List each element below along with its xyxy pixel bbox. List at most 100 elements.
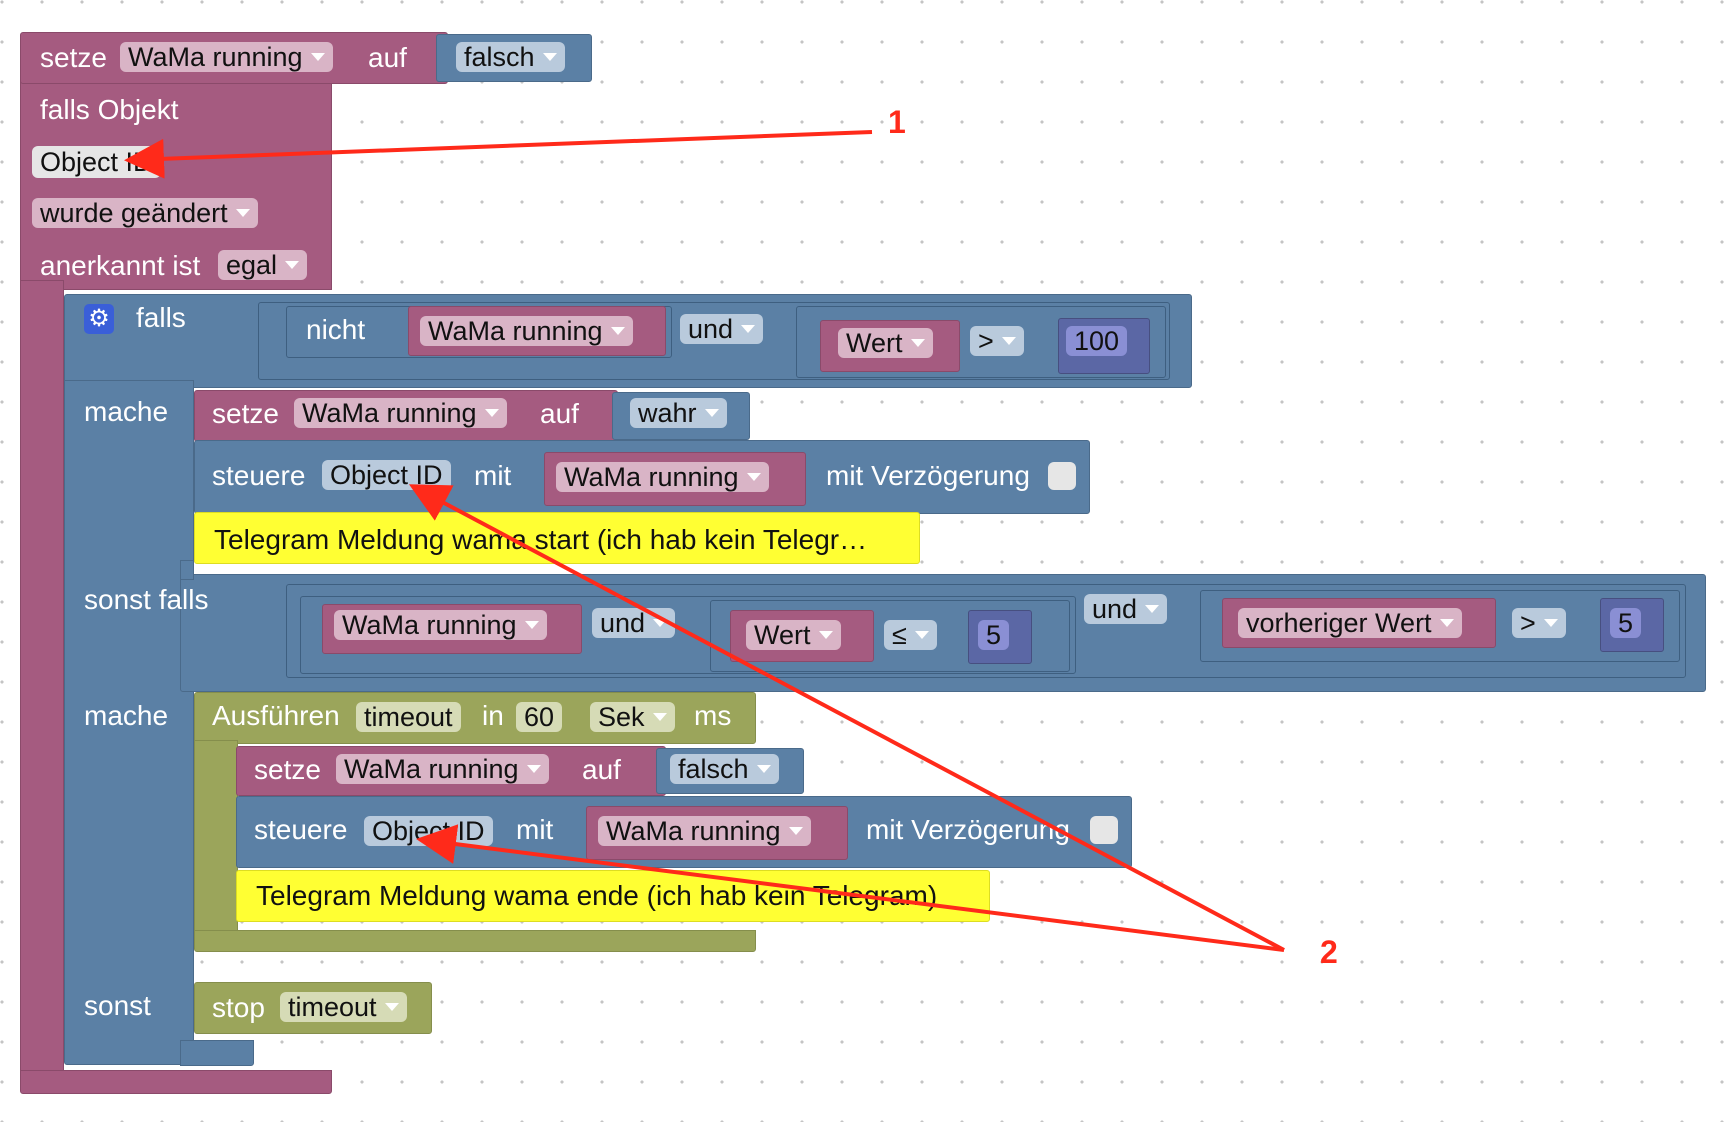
arrow-2a	[408, 484, 1285, 952]
chevron-down-icon	[526, 764, 541, 773]
setze-label: setze	[40, 42, 107, 73]
chevron-down-icon	[652, 712, 667, 721]
variable-dropdown-label: WaMa running	[428, 316, 603, 346]
variable-dropdown-label: WaMa running	[344, 754, 519, 784]
logic-op-dropdown[interactable]: und	[1084, 594, 1168, 624]
boolean-dropdown-label: falsch	[678, 754, 749, 784]
then1-bottom	[180, 560, 194, 580]
changed-dropdown[interactable]: wurde geändert	[32, 198, 258, 228]
chevron-down-icon	[285, 260, 300, 269]
unit-dropdown-label: Sek	[598, 702, 645, 732]
ack-dropdown[interactable]: egal	[218, 250, 308, 280]
prev-value-dropdown-label: vorheriger Wert	[1246, 608, 1432, 638]
variable-dropdown[interactable]: WaMa running	[120, 42, 333, 72]
variable-dropdown-label: WaMa running	[128, 42, 303, 72]
annotation-label-2: 2	[1320, 934, 1338, 970]
number-field[interactable]: 5	[1610, 608, 1642, 638]
nicht-label: nicht	[306, 314, 366, 345]
timeout-name-field[interactable]: timeout	[356, 702, 461, 732]
setze-label: setze	[254, 754, 321, 785]
chevron-down-icon	[818, 630, 833, 639]
delay-number-label: 60	[524, 702, 555, 732]
logic-op-dropdown[interactable]: und	[680, 314, 764, 344]
mit-label: mit	[474, 460, 512, 491]
boolean-dropdown[interactable]: falsch	[670, 754, 779, 784]
auf-label: auf	[368, 42, 407, 73]
logic-op-dropdown[interactable]: und	[592, 608, 676, 638]
trigger-block-spine	[20, 280, 64, 1090]
wert-dropdown-label: Wert	[846, 328, 903, 358]
changed-dropdown-label: wurde geändert	[40, 198, 228, 228]
variable-dropdown[interactable]: WaMa running	[556, 462, 769, 492]
comment-text: Telegram Meldung wama start (ich hab kei…	[214, 524, 868, 555]
sonst-falls-label: sonst falls	[84, 584, 209, 615]
delay-checkbox[interactable]	[1090, 816, 1118, 844]
number-field[interactable]: 5	[978, 620, 1010, 650]
variable-dropdown[interactable]: WaMa running	[334, 610, 547, 640]
unit-dropdown[interactable]: Sek	[590, 702, 675, 732]
boolean-dropdown[interactable]: falsch	[456, 42, 565, 72]
auf-label: auf	[540, 398, 579, 429]
if-block-spine	[64, 380, 194, 1065]
mit-label: mit	[516, 814, 554, 845]
ack-dropdown-label: egal	[226, 250, 278, 280]
logic-op-dropdown-label: und	[688, 314, 734, 344]
variable-dropdown[interactable]: WaMa running	[336, 754, 549, 784]
wert-dropdown[interactable]: Wert	[838, 328, 933, 358]
compare-op-dropdown[interactable]: >	[1512, 608, 1566, 638]
arrow-1	[124, 130, 873, 179]
gear-icon[interactable]: ⚙	[84, 304, 114, 334]
mache-label: mache	[84, 700, 169, 731]
delay-checkbox[interactable]	[1048, 462, 1076, 490]
compare-op-dropdown[interactable]: ≤	[884, 620, 937, 650]
number-field-label: 5	[986, 620, 1002, 650]
boolean-dropdown-label: wahr	[638, 398, 697, 428]
stop-label: stop	[212, 992, 265, 1023]
chevron-down-icon	[1439, 618, 1454, 627]
prev-value-dropdown[interactable]: vorheriger Wert	[1238, 608, 1462, 638]
timeout-block[interactable]	[194, 692, 756, 744]
chevron-down-icon	[384, 1002, 399, 1011]
ausfuehren-label: Ausführen	[212, 700, 340, 731]
annotation-label-1: 1	[888, 104, 906, 140]
delay-label: mit Verzögerung	[826, 460, 1030, 491]
ms-label: ms	[694, 700, 732, 731]
chevron-down-icon	[741, 324, 756, 333]
chevron-down-icon	[484, 408, 499, 417]
wert-dropdown[interactable]: Wert	[746, 620, 841, 650]
wert-dropdown-label: Wert	[754, 620, 811, 650]
chevron-down-icon	[746, 472, 761, 481]
chevron-down-icon	[310, 52, 325, 61]
chevron-down-icon	[1543, 618, 1558, 627]
timeout-block-spine	[194, 740, 238, 936]
number-field[interactable]: 100	[1066, 326, 1128, 356]
timeout-dropdown[interactable]: timeout	[280, 992, 407, 1022]
timeout-dropdown-label: timeout	[288, 992, 377, 1022]
setze-label: setze	[212, 398, 279, 429]
comment-block[interactable]	[194, 512, 920, 564]
compare-op-dropdown[interactable]: >	[970, 326, 1024, 356]
compare-op-dropdown-label: >	[1520, 608, 1536, 638]
variable-dropdown[interactable]: WaMa running	[294, 398, 507, 428]
boolean-dropdown[interactable]: wahr	[630, 398, 727, 428]
arrow-2b	[416, 824, 1285, 952]
comment-text: Telegram Meldung wama ende (ich hab kein…	[256, 880, 938, 911]
variable-dropdown[interactable]: WaMa running	[420, 316, 633, 346]
steuere-label: steuere	[212, 460, 306, 491]
variable-dropdown-label: WaMa running	[606, 816, 781, 846]
falls-objekt-label: falls Objekt	[40, 94, 179, 125]
chevron-down-icon	[704, 408, 719, 417]
mache-label: mache	[84, 396, 169, 427]
chevron-down-icon	[610, 326, 625, 335]
variable-dropdown-label: WaMa running	[342, 610, 517, 640]
timeout-name-label: timeout	[364, 702, 453, 732]
chevron-down-icon	[653, 618, 668, 627]
variable-dropdown-label: WaMa running	[564, 462, 739, 492]
delay-number-field[interactable]: 60	[516, 702, 563, 732]
variable-dropdown[interactable]: WaMa running	[598, 816, 811, 846]
compare-op-dropdown-label: ≤	[892, 620, 907, 650]
ack-label: anerkannt ist	[40, 250, 201, 281]
if-block-bottom	[180, 1040, 254, 1066]
